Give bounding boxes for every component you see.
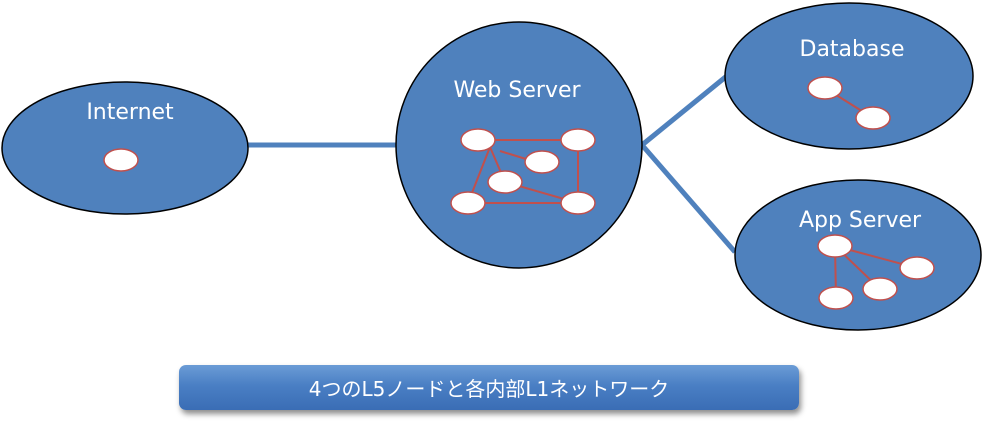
inner-node bbox=[560, 128, 596, 152]
caption-banner: 4つのL5ノードと各内部L1ネットワーク bbox=[179, 365, 799, 410]
inner-node bbox=[807, 76, 843, 100]
inner-node bbox=[103, 148, 139, 172]
web-server-label: Web Server bbox=[453, 78, 581, 103]
app-server-inner-network bbox=[817, 234, 935, 310]
database-inner-network bbox=[807, 76, 891, 130]
app-server-label: App Server bbox=[799, 208, 922, 233]
inner-node bbox=[460, 128, 496, 152]
inner-node bbox=[487, 170, 523, 194]
inner-node bbox=[899, 256, 935, 280]
inner-node bbox=[817, 234, 853, 258]
inner-node bbox=[862, 277, 898, 301]
web-server-inner-network bbox=[450, 128, 596, 215]
inner-link bbox=[499, 150, 527, 160]
web-server-node: Web Server bbox=[395, 21, 643, 269]
internet-label: Internet bbox=[86, 100, 174, 125]
inner-node bbox=[818, 286, 854, 310]
database-node: Database bbox=[724, 2, 974, 150]
link-web-server-app-server bbox=[640, 143, 737, 254]
caption-text: 4つのL5ノードと各内部L1ネットワーク bbox=[308, 377, 670, 401]
inner-node bbox=[855, 106, 891, 130]
app-server-node: App Server bbox=[734, 179, 982, 331]
database-label: Database bbox=[800, 37, 905, 62]
inner-node bbox=[450, 191, 486, 215]
inner-node bbox=[524, 150, 560, 174]
inner-node bbox=[560, 191, 596, 215]
internet-node: Internet bbox=[1, 81, 249, 215]
link-web-server-database bbox=[640, 73, 730, 147]
